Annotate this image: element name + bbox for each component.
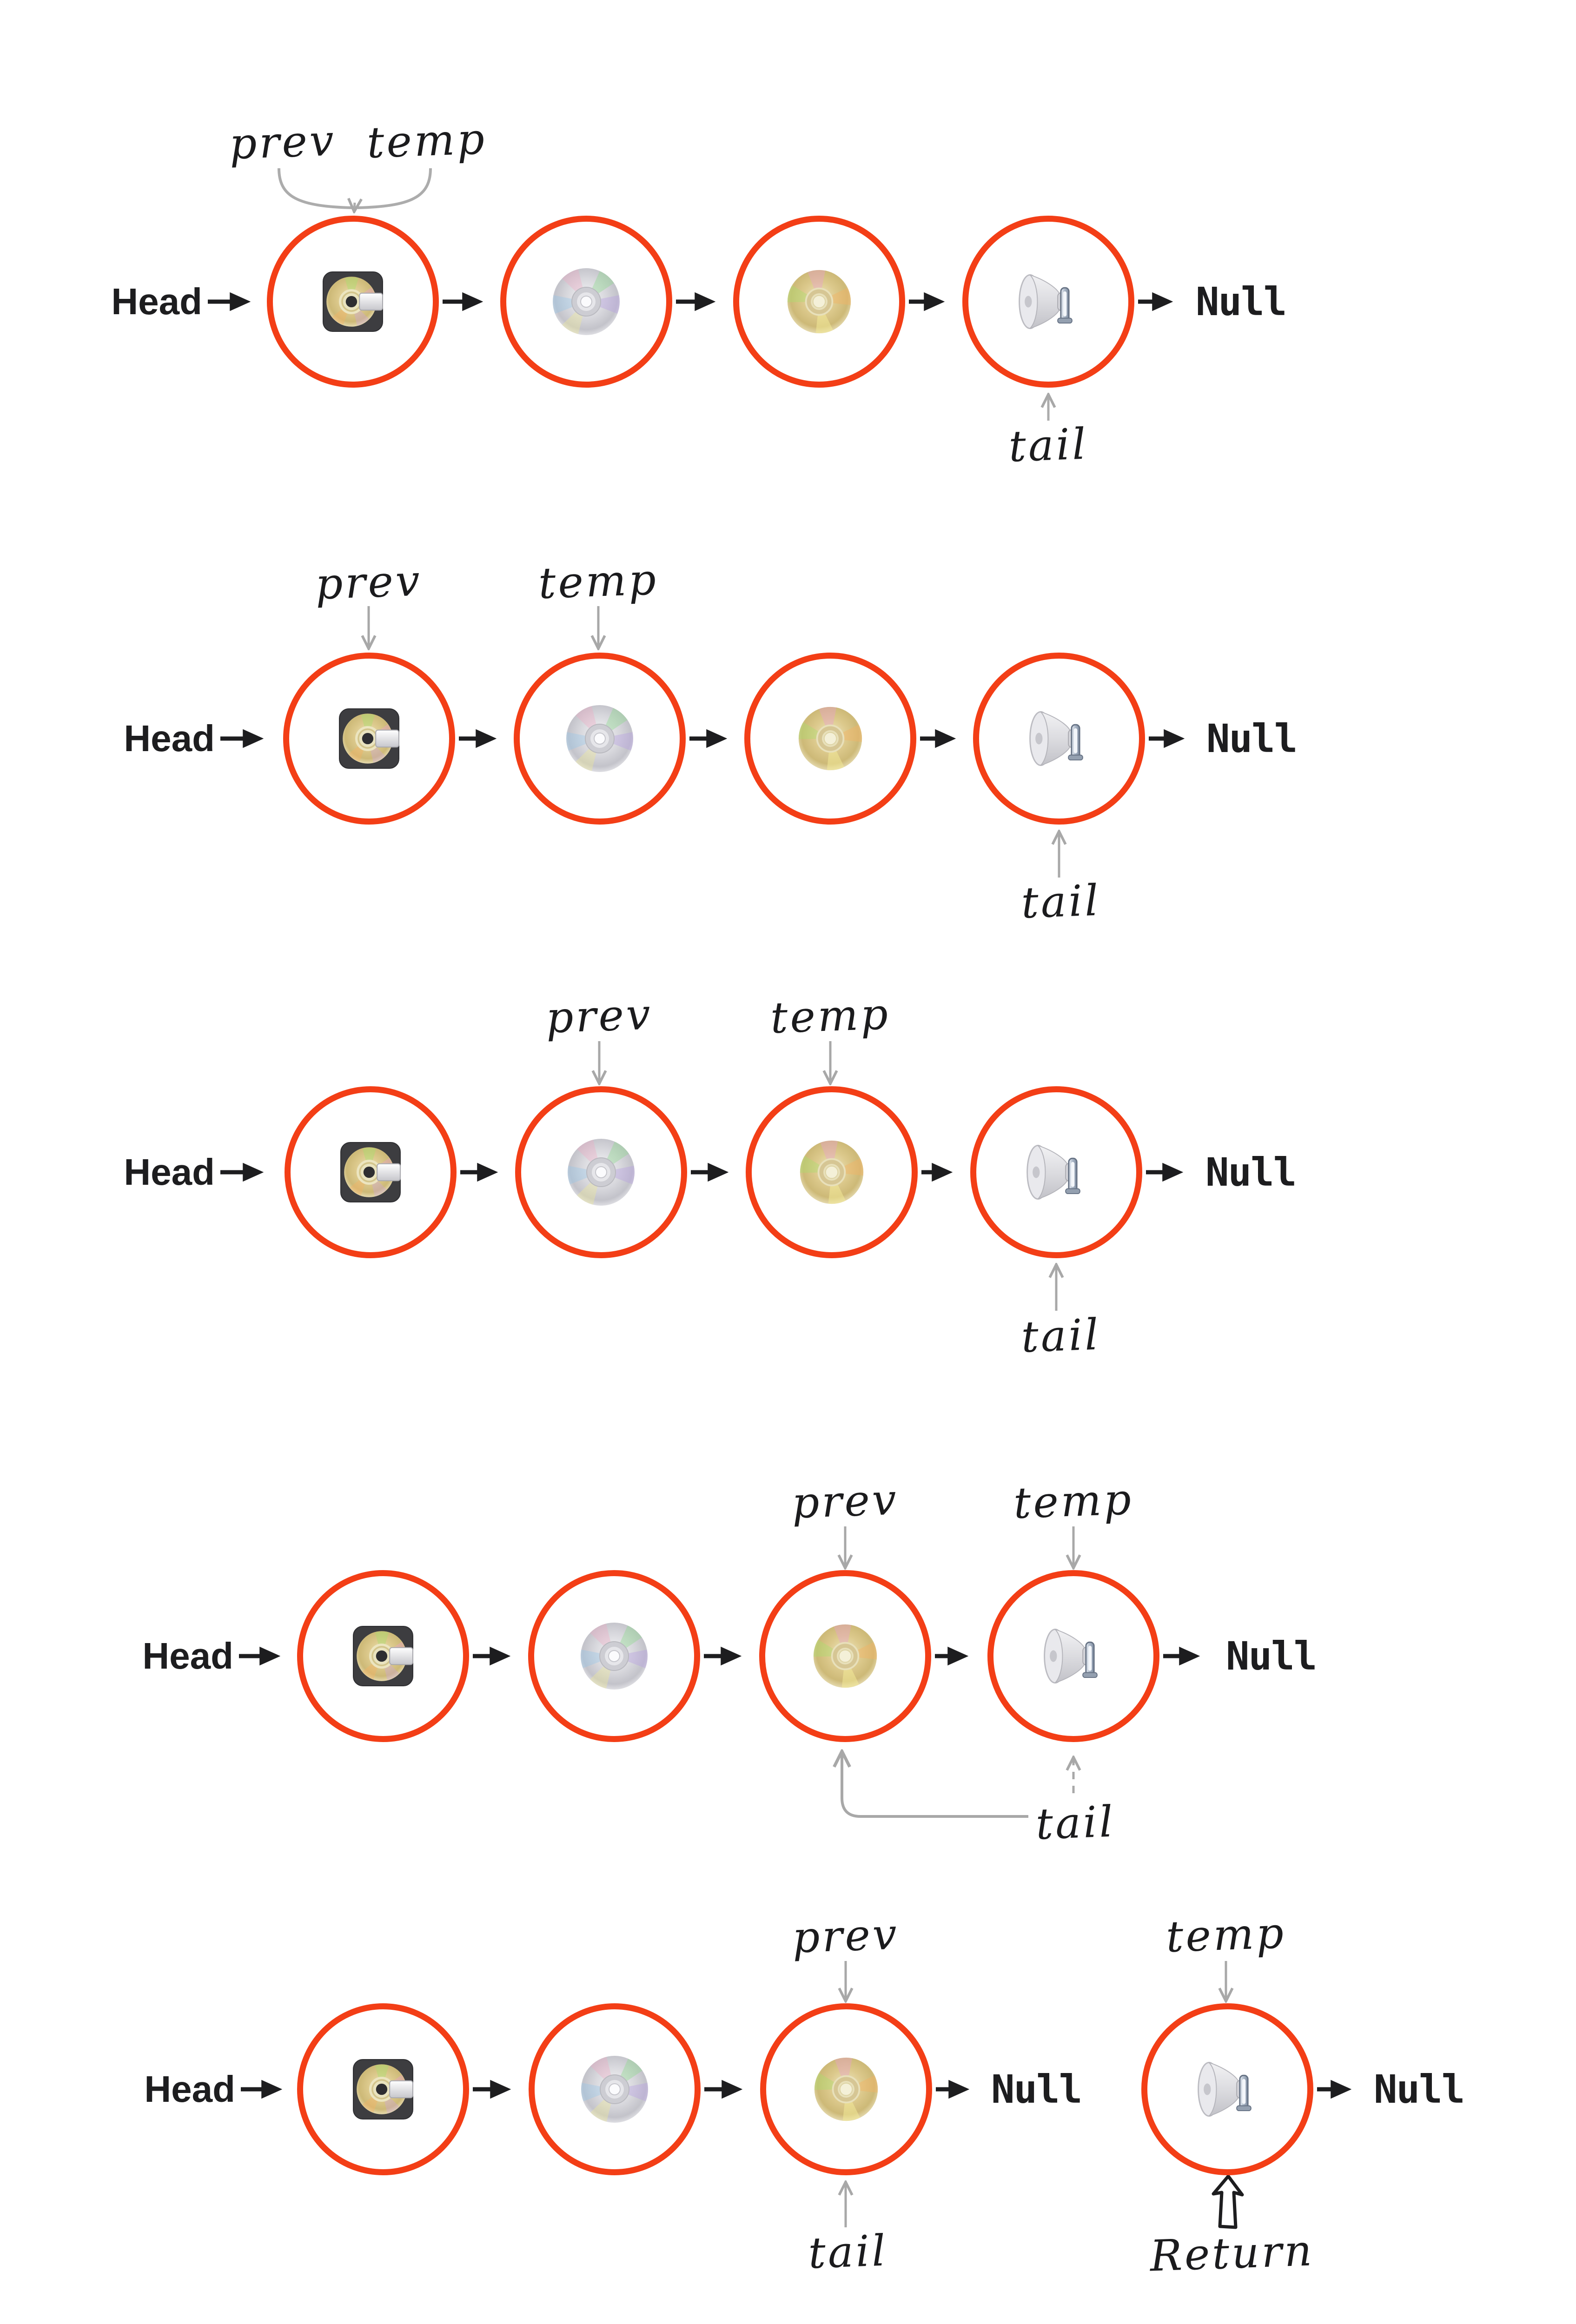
tail-label: tail bbox=[1007, 419, 1089, 472]
tail-label: tail bbox=[1020, 875, 1102, 928]
loudspeaker-icon bbox=[1023, 1139, 1090, 1206]
temp-label: temp bbox=[1165, 1908, 1287, 1962]
list-node bbox=[514, 653, 686, 825]
list-node bbox=[283, 653, 455, 825]
row5-pointers bbox=[846, 1961, 1226, 2227]
prev-label: prev bbox=[228, 115, 337, 169]
dvd-icon bbox=[786, 269, 852, 335]
null-label: Null bbox=[1226, 1633, 1317, 1679]
minidisc-icon bbox=[339, 1141, 402, 1203]
loudspeaker-icon bbox=[1026, 705, 1093, 772]
null-label: Null bbox=[1205, 1149, 1297, 1195]
list-node bbox=[285, 1086, 457, 1258]
list-node bbox=[297, 1570, 469, 1742]
list-node bbox=[515, 1086, 687, 1258]
cd-icon bbox=[551, 267, 621, 337]
detached-node bbox=[1141, 2003, 1313, 2175]
row3-pointers bbox=[599, 1041, 1056, 1311]
tail-label: tail bbox=[807, 2225, 889, 2278]
list-node bbox=[528, 1570, 700, 1742]
minidisc-icon bbox=[352, 2058, 414, 2120]
temp-label: temp bbox=[769, 989, 891, 1043]
tail-curve-pointer-row4 bbox=[842, 1753, 1028, 1818]
row2-pointers bbox=[369, 606, 1059, 878]
temp-label: temp bbox=[1013, 1474, 1134, 1528]
cd-icon bbox=[566, 1137, 636, 1207]
dvd-icon bbox=[813, 2056, 879, 2122]
temp-label: temp bbox=[537, 555, 659, 608]
head-label: Head bbox=[111, 281, 202, 322]
brace-down-arrow bbox=[354, 203, 355, 210]
list-node bbox=[733, 216, 905, 388]
null-label: Null bbox=[1206, 716, 1298, 761]
temp-label: temp bbox=[366, 114, 488, 168]
list-node bbox=[744, 653, 916, 825]
prev-label: prev bbox=[791, 1474, 900, 1528]
null-label: Null bbox=[991, 2067, 1082, 2112]
cd-icon bbox=[579, 1621, 649, 1691]
tail-label: tail bbox=[1020, 1309, 1102, 1362]
cd-icon bbox=[580, 2054, 649, 2124]
dvd-icon bbox=[812, 1623, 878, 1689]
dvd-icon bbox=[797, 706, 863, 772]
row1-pointers bbox=[278, 168, 1048, 421]
list-node bbox=[973, 653, 1145, 825]
list-node bbox=[760, 2003, 932, 2175]
list-node bbox=[970, 1086, 1142, 1258]
cd-icon bbox=[565, 704, 635, 773]
head-label: Head bbox=[144, 2068, 235, 2110]
row4-pointers bbox=[842, 1526, 1073, 1818]
dvd-icon bbox=[799, 1139, 865, 1205]
list-node bbox=[267, 216, 439, 388]
minidisc-icon bbox=[338, 707, 400, 770]
loudspeaker-icon bbox=[1194, 2056, 1261, 2123]
brace-temp-right bbox=[357, 168, 432, 209]
list-node bbox=[759, 1570, 931, 1742]
tail-label: tail bbox=[1035, 1796, 1116, 1849]
null-label: Null bbox=[1374, 2067, 1465, 2112]
prev-label: prev bbox=[314, 555, 423, 609]
minidisc-icon bbox=[352, 1625, 414, 1687]
return-up-arrow bbox=[1212, 2174, 1244, 2229]
minidisc-icon bbox=[322, 271, 384, 333]
list-node bbox=[987, 1570, 1159, 1742]
return-label: Return bbox=[1149, 2225, 1315, 2281]
list-node bbox=[529, 2003, 701, 2175]
prev-label: prev bbox=[791, 1909, 900, 1963]
list-node bbox=[500, 216, 672, 388]
list-node bbox=[746, 1086, 918, 1258]
head-label: Head bbox=[124, 1151, 215, 1193]
head-label: Head bbox=[124, 718, 215, 759]
prev-label: prev bbox=[545, 989, 654, 1043]
list-node bbox=[962, 216, 1134, 388]
null-label: Null bbox=[1196, 279, 1287, 324]
list-node bbox=[297, 2003, 469, 2175]
brace-prev-left bbox=[278, 168, 352, 209]
loudspeaker-icon bbox=[1040, 1623, 1107, 1690]
loudspeaker-icon bbox=[1015, 268, 1082, 335]
head-label: Head bbox=[142, 1635, 233, 1677]
